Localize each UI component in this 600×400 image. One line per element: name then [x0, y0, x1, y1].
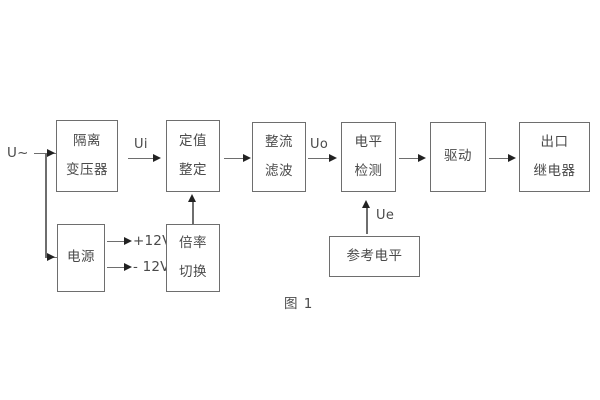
block-reference-level-line1: 参考电平	[346, 247, 403, 264]
ui-arrowhead	[153, 153, 161, 162]
setting-to-rectify-line	[224, 157, 246, 159]
block-power-supply-line1: 电源	[67, 249, 95, 266]
signal-ue-label: Ue	[376, 208, 395, 223]
block-rectify-filter-line1: 整流	[265, 133, 293, 150]
block-output-relay: 出口 继电器	[519, 122, 590, 192]
rail-negative-arrowhead	[124, 262, 132, 271]
level-to-drive-arrowhead	[418, 153, 426, 162]
rail-negative-label: - 12V	[133, 259, 170, 275]
block-isolation-transformer: 隔离 变压器	[56, 120, 118, 192]
block-output-relay-line2: 继电器	[533, 163, 576, 179]
block-level-detect: 电平 检测	[341, 122, 396, 192]
block-drive: 驱动	[430, 122, 486, 192]
rail-positive-label: +12V	[133, 233, 172, 249]
rail-negative-line	[107, 266, 127, 268]
input-to-transformer-arrowhead	[47, 148, 55, 157]
input-voltage-label: U~	[7, 145, 29, 161]
block-level-detect-line1: 电平	[354, 133, 383, 150]
block-multiplier-switch: 倍率 切换	[166, 224, 220, 292]
block-rectify-filter: 整流 滤波	[252, 122, 306, 192]
block-power-supply: 电源	[57, 224, 105, 292]
block-drive-line1: 驱动	[444, 148, 472, 165]
block-setting-value-line2: 整定	[179, 162, 207, 178]
ue-connector-line	[366, 206, 368, 234]
input-to-power-arrowhead	[47, 252, 55, 261]
block-reference-level: 参考电平	[329, 236, 420, 277]
block-setting-value: 定值 整定	[166, 120, 220, 192]
block-output-relay-line1: 出口	[540, 133, 569, 150]
drive-to-relay-line	[489, 157, 511, 159]
block-rectify-filter-line2: 滤波	[265, 163, 293, 179]
signal-ui-label: Ui	[134, 137, 148, 152]
input-bus-stub	[34, 152, 46, 154]
block-isolation-transformer-line2: 变压器	[66, 162, 108, 178]
uo-arrowhead	[329, 153, 337, 162]
rail-positive-line	[107, 240, 127, 242]
rail-positive-arrowhead	[124, 236, 132, 245]
figure-caption: 图 1	[284, 296, 314, 312]
block-setting-value-line1: 定值	[179, 132, 207, 149]
uo-connector-line	[308, 157, 332, 159]
drive-to-relay-arrowhead	[508, 153, 516, 162]
block-isolation-transformer-line1: 隔离	[73, 132, 101, 149]
block-multiplier-switch-line1: 倍率	[179, 234, 207, 251]
input-bus-vertical	[45, 152, 47, 258]
ui-connector-line	[128, 157, 156, 159]
block-multiplier-switch-line2: 切换	[179, 264, 207, 280]
multiplier-to-setting-line	[192, 200, 194, 224]
block-level-detect-line2: 检测	[354, 163, 383, 179]
multiplier-to-setting-arrowhead	[188, 194, 197, 202]
setting-to-rectify-arrowhead	[243, 153, 251, 162]
level-to-drive-line	[399, 157, 421, 159]
ue-arrowhead	[362, 200, 371, 208]
signal-uo-label: Uo	[310, 137, 329, 152]
